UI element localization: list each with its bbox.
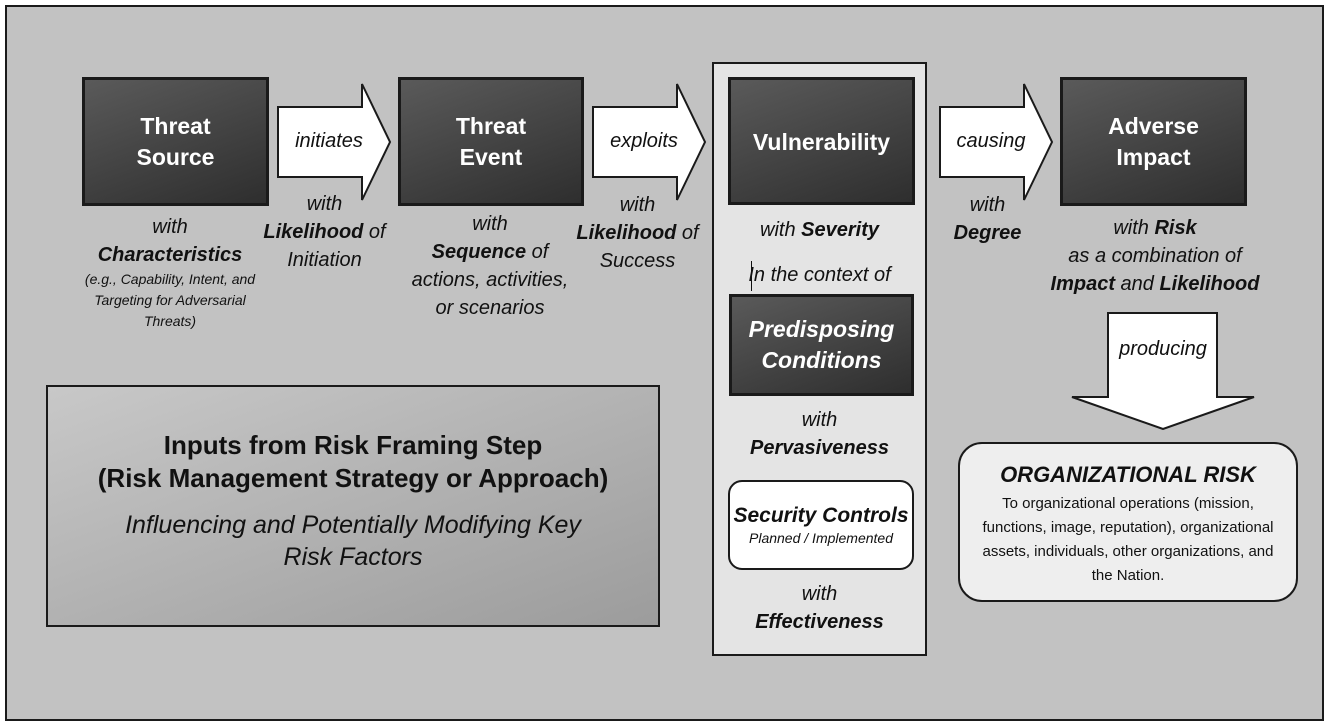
- effectiveness-caption: with Effectiveness: [714, 580, 925, 636]
- inputs-title-2: (Risk Management Strategy or Approach): [97, 463, 609, 493]
- impact-likelihood: Likelihood: [1159, 273, 1260, 295]
- vuln-with: with: [760, 219, 802, 241]
- init-likelihood: Likelihood: [263, 221, 364, 243]
- threat-source-box: Threat Source: [82, 77, 269, 206]
- success-caption: with Likelihood of Success: [565, 191, 710, 275]
- event-actions: actions, activities,: [411, 269, 569, 291]
- inputs-risk-framing-box: Inputs from Risk Framing Step (Risk Mana…: [46, 385, 660, 627]
- vuln-context: In the context of: [748, 264, 891, 286]
- source-eg-1: (e.g., Capability, Intent, and: [84, 271, 256, 287]
- exploits-label: exploits: [610, 130, 678, 152]
- event-of: of: [526, 241, 549, 263]
- source-eg-3: Threats): [143, 313, 197, 329]
- impact-risk: Risk: [1154, 217, 1197, 239]
- inputs-title-1: Inputs from Risk Framing Step: [163, 430, 543, 460]
- success-with: with: [619, 194, 656, 216]
- threat-event-line2: Event: [459, 143, 523, 170]
- adverse-impact-line2: Impact: [1116, 143, 1191, 170]
- vulnerability-box: Vulnerability: [728, 77, 915, 205]
- degree-caption: with Degree: [930, 191, 1045, 247]
- pred-pervasiveness: Pervasiveness: [749, 437, 889, 459]
- threat-source-line2: Source: [136, 143, 215, 170]
- success-likelihood: Likelihood: [576, 222, 677, 244]
- initiates-label: initiates: [295, 130, 363, 152]
- exploits-arrow: exploits: [592, 83, 707, 201]
- org-risk-title: ORGANIZATIONAL RISK: [1000, 462, 1256, 487]
- degree-with: with: [969, 194, 1006, 216]
- initiation-caption: with Likelihood of Initiation: [252, 190, 397, 274]
- org-risk-desc-2: functions, image, reputation), organizat…: [982, 519, 1274, 536]
- pervasiveness-caption: with Pervasiveness: [714, 406, 925, 462]
- ctl-with: with: [801, 583, 838, 605]
- impact-combo: as a combination of: [1068, 245, 1242, 267]
- organizational-risk-box: ORGANIZATIONAL RISK To organizational op…: [958, 442, 1298, 602]
- init-with: with: [306, 193, 343, 215]
- success-success: Success: [599, 250, 676, 272]
- adverse-impact-box: Adverse Impact: [1060, 77, 1247, 206]
- threat-event-line1: Threat: [455, 112, 527, 139]
- impact-with: with: [1113, 217, 1155, 239]
- success-of: of: [676, 222, 699, 244]
- event-with: with: [472, 213, 508, 235]
- producing-arrow: producing: [1070, 312, 1256, 430]
- vuln-severity: Severity: [801, 219, 879, 241]
- adverse-impact-line1: Adverse: [1108, 112, 1199, 139]
- context-caption: In the context of: [714, 261, 925, 289]
- event-sequence: Sequence: [431, 241, 527, 263]
- threat-source-line1: Threat: [140, 112, 211, 139]
- vulnerability-severity-caption: with Severity: [714, 216, 925, 244]
- source-with: with: [152, 216, 188, 238]
- source-characteristics: Characteristics: [97, 244, 243, 266]
- source-eg-2: Targeting for Adversarial: [94, 292, 246, 308]
- initiates-arrow: initiates: [277, 83, 392, 201]
- ctl-effectiveness: Effectiveness: [755, 611, 884, 633]
- security-controls-box: Security Controls Planned / Implemented: [728, 480, 914, 570]
- impact-impact: Impact: [1050, 273, 1115, 295]
- pred-with: with: [801, 409, 838, 431]
- vulnerability-label: Vulnerability: [752, 129, 891, 155]
- inputs-sub-1: Influencing and Potentially Modifying Ke…: [125, 511, 581, 539]
- producing-label: producing: [1119, 338, 1207, 360]
- security-controls-title: Security Controls: [733, 504, 909, 527]
- predisposing-line1: Predisposing: [748, 316, 895, 342]
- org-risk-desc-4: the Nation.: [1091, 567, 1165, 584]
- init-of: of: [363, 221, 386, 243]
- causing-arrow: causing: [939, 83, 1054, 201]
- security-controls-subtitle: Planned / Implemented: [749, 530, 893, 546]
- adverse-impact-caption: with Risk as a combination of Impact and…: [1030, 214, 1280, 298]
- impact-and: and: [1114, 273, 1160, 295]
- threat-event-box: Threat Event: [398, 77, 584, 206]
- predisposing-conditions-box: Predisposing Conditions: [729, 294, 914, 396]
- org-risk-desc-3: assets, individuals, other organizations…: [982, 543, 1274, 560]
- init-initiation: Initiation: [287, 249, 362, 271]
- inputs-sub-2: Risk Factors: [283, 543, 423, 571]
- threat-source-caption: with Characteristics (e.g., Capability, …: [70, 213, 270, 332]
- threat-event-caption: with Sequence of actions, activities, or…: [390, 210, 590, 322]
- causing-label: causing: [956, 130, 1026, 152]
- degree-degree: Degree: [953, 222, 1022, 244]
- event-scenarios: or scenarios: [435, 297, 545, 319]
- org-risk-desc-1: To organizational operations (mission,: [1002, 495, 1254, 512]
- text-cursor-mark: [751, 261, 752, 291]
- predisposing-line2: Conditions: [761, 347, 882, 373]
